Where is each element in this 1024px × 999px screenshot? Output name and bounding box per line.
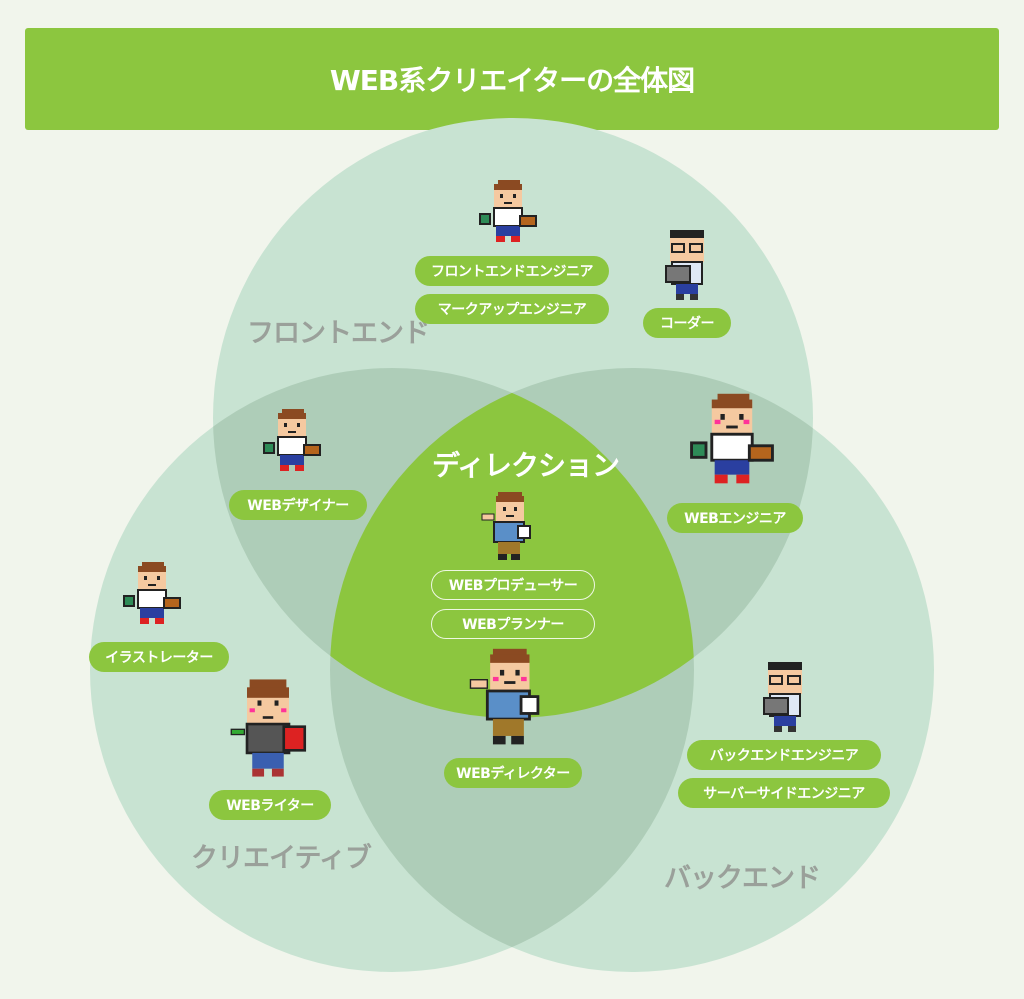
region-label-direction: ディレクション [432,449,620,482]
role-backend-engineer: バックエンドエンジニア [687,740,881,770]
painter-character-icon [479,180,537,242]
painter-character-icon [123,562,181,624]
role-web-producer: WEBプロデューサー [431,570,595,600]
role-coder: コーダー [643,308,731,338]
pointing-character-icon [469,648,540,745]
role-web-director: WEBディレクター [444,758,582,788]
pointing-character-icon [481,492,531,560]
region-label-frontend: フロントエンド [247,318,430,349]
region-label-creative: クリエイティブ [191,843,372,874]
painter-character-icon [690,393,774,484]
glasses-laptop-character-icon [665,230,704,300]
diagram-title: WEB系クリエイターの全体図 [329,64,695,97]
role-web-planner: WEBプランナー [431,609,595,639]
role-illustrator: イラストレーター [89,642,229,672]
role-web-designer: WEBデザイナー [229,490,367,520]
painter-character-icon [263,409,321,471]
title-banner: WEB系クリエイターの全体図 [25,28,999,130]
glasses-laptop-character-icon [763,662,802,732]
role-web-writer: WEBライター [209,790,331,820]
role-frontend-engineer: フロントエンドエンジニア [415,256,609,286]
role-serverside-engineer: サーバーサイドエンジニア [678,778,890,808]
writer-character-icon [230,679,307,777]
region-label-backend: バックエンド [664,863,821,894]
role-markup-engineer: マークアップエンジニア [415,294,609,324]
direction-area [330,368,694,718]
role-web-engineer: WEBエンジニア [667,503,803,533]
